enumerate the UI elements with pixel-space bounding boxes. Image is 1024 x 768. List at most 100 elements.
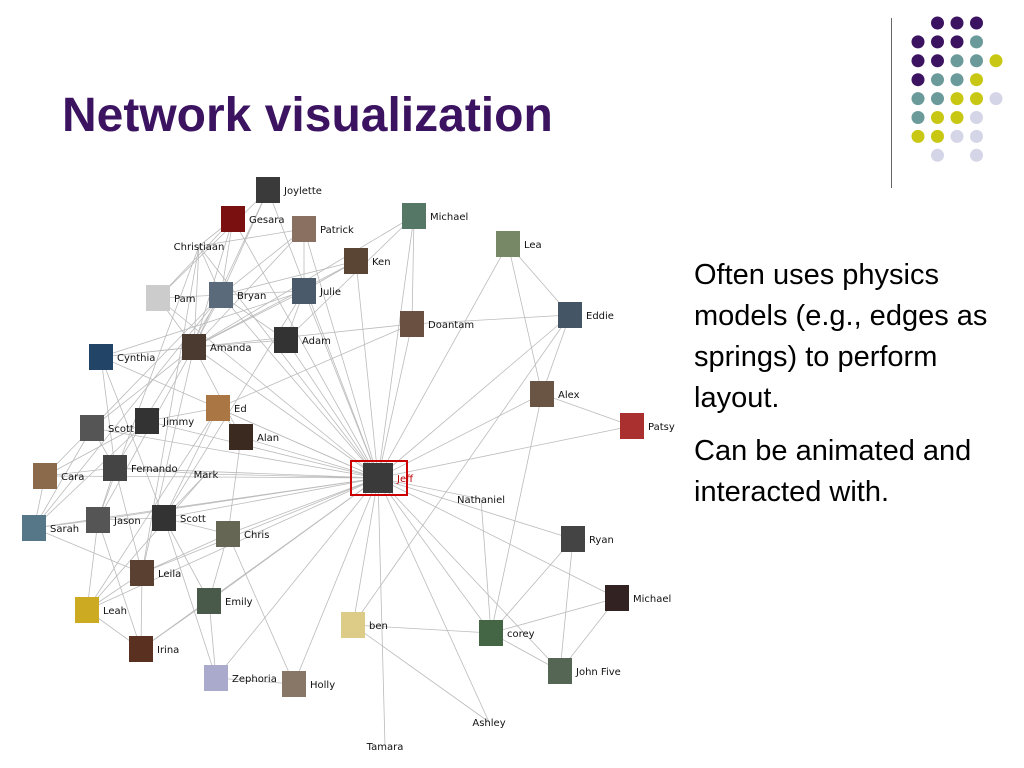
network-node: Holly bbox=[282, 671, 335, 697]
network-edge bbox=[215, 677, 295, 685]
network-edge bbox=[44, 475, 379, 479]
node-label: Chris bbox=[244, 530, 269, 541]
network-edge bbox=[267, 189, 379, 479]
network-node: Pam bbox=[146, 285, 195, 311]
network-edge bbox=[193, 189, 269, 348]
network-edge bbox=[377, 323, 413, 479]
network-edge bbox=[507, 243, 543, 395]
network-edge bbox=[377, 477, 574, 540]
network-node: Adam bbox=[274, 327, 331, 353]
network-edge bbox=[100, 356, 165, 519]
node-photo bbox=[496, 231, 520, 257]
node-photo bbox=[86, 507, 110, 533]
bullet-2: Can be animated and interacted with. bbox=[694, 435, 972, 508]
network-edge bbox=[193, 346, 379, 479]
network-edge bbox=[377, 477, 490, 723]
network-node: Joylette bbox=[256, 177, 322, 203]
network-edge bbox=[33, 294, 222, 529]
network-node: Scott bbox=[152, 505, 206, 531]
network-edge bbox=[220, 260, 357, 296]
network-edge bbox=[217, 323, 413, 409]
network-edge bbox=[377, 477, 492, 634]
network-diagram: JeffJoyletteGesaraPatrickChristiaanKenMi… bbox=[22, 177, 675, 753]
network-node: Michael bbox=[605, 585, 671, 611]
network-node: Michael bbox=[402, 203, 468, 229]
decorative-dot bbox=[970, 16, 983, 30]
network-edge bbox=[157, 218, 234, 299]
network-edge bbox=[205, 473, 379, 479]
node-label: Ashley bbox=[472, 718, 505, 729]
decorative-dot bbox=[911, 73, 925, 87]
node-label: Irina bbox=[157, 645, 179, 656]
network-edge bbox=[541, 393, 633, 427]
network-edge bbox=[193, 346, 242, 438]
network-edge bbox=[44, 420, 148, 477]
network-node: Zephoria bbox=[204, 665, 277, 691]
node-label: Doantam bbox=[428, 320, 474, 331]
network-node: Gesara bbox=[221, 206, 284, 232]
network-edge bbox=[232, 218, 379, 479]
network-node: Eddie bbox=[558, 302, 614, 328]
node-photo bbox=[402, 203, 426, 229]
network-edge bbox=[141, 477, 379, 574]
network-edge bbox=[114, 467, 379, 479]
network-edge bbox=[198, 228, 305, 247]
network-node: Ryan bbox=[561, 526, 614, 552]
network-edge bbox=[114, 467, 143, 574]
decorative-dot bbox=[911, 92, 925, 106]
network-node: Lea bbox=[496, 231, 542, 257]
node-label: Patsy bbox=[648, 422, 675, 433]
network-node: Jason bbox=[86, 507, 141, 533]
decorative-dot bbox=[950, 111, 964, 124]
network-edge bbox=[33, 527, 143, 574]
network-edge bbox=[490, 597, 618, 634]
network-edge bbox=[97, 519, 142, 650]
network-edge bbox=[377, 477, 618, 599]
node-label: Alan bbox=[257, 433, 279, 444]
network-edge bbox=[303, 228, 379, 479]
decorative-divider bbox=[891, 18, 892, 188]
decorative-dot bbox=[911, 54, 925, 68]
node-photo bbox=[221, 206, 245, 232]
node-label: Nathaniel bbox=[457, 495, 505, 506]
network-edge bbox=[377, 314, 571, 479]
node-label: Leah bbox=[103, 606, 127, 617]
network-edge bbox=[163, 517, 217, 679]
node-photo bbox=[363, 463, 393, 493]
node-photo bbox=[22, 515, 46, 541]
decorative-dot bbox=[950, 73, 964, 87]
node-label: Lea bbox=[524, 240, 542, 251]
network-edge bbox=[352, 624, 490, 723]
node-label: Holly bbox=[310, 680, 335, 691]
network-node: Tamara bbox=[366, 742, 404, 753]
node-photo bbox=[479, 620, 503, 646]
node-label: Cynthia bbox=[117, 353, 155, 364]
network-node: Alex bbox=[530, 381, 580, 407]
network-edge bbox=[377, 477, 386, 747]
network-node: Fernando bbox=[103, 455, 178, 481]
network-edge bbox=[480, 498, 492, 634]
network-edge bbox=[100, 346, 195, 358]
network-edge bbox=[490, 538, 574, 634]
node-photo bbox=[530, 381, 554, 407]
decorative-dot bbox=[931, 73, 944, 87]
network-edge bbox=[193, 260, 357, 348]
node-label: Christiaan bbox=[174, 242, 225, 253]
node-photo bbox=[33, 463, 57, 489]
network-node: Ashley bbox=[472, 718, 505, 729]
network-node: Jeff bbox=[350, 460, 414, 496]
network-edge bbox=[377, 215, 415, 479]
center-node-frame bbox=[350, 460, 408, 496]
node-photo bbox=[229, 424, 253, 450]
node-photo bbox=[130, 560, 154, 586]
decorative-dot bbox=[970, 148, 983, 162]
node-photo bbox=[282, 671, 306, 697]
network-edge bbox=[140, 477, 379, 650]
node-photo bbox=[204, 665, 228, 691]
network-edge bbox=[33, 420, 148, 529]
decorative-dot bbox=[911, 35, 925, 49]
decorative-dot bbox=[950, 16, 964, 30]
node-photo bbox=[152, 505, 176, 531]
network-edge bbox=[240, 436, 379, 479]
node-label: Ken bbox=[372, 257, 391, 268]
